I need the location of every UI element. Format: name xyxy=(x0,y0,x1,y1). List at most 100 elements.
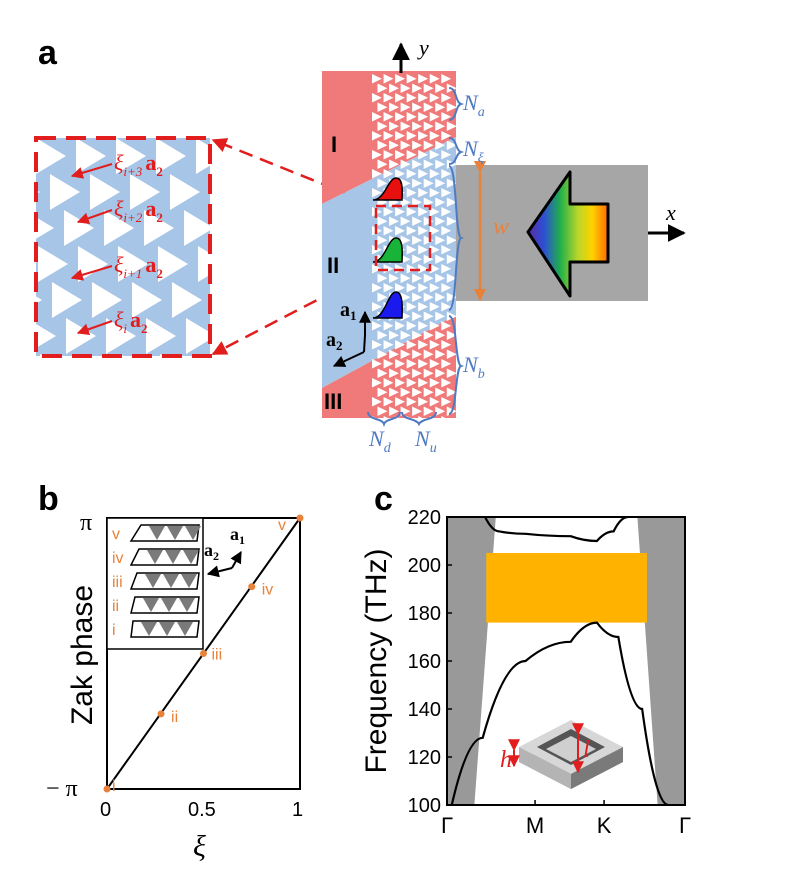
inset-triangle xyxy=(143,598,159,612)
width-label: w xyxy=(493,214,509,240)
band-ytick: 180 xyxy=(408,603,441,625)
structure-triangles xyxy=(372,74,456,418)
band-ytick: 120 xyxy=(408,747,441,769)
band-ylabel: Frequency (THz) xyxy=(360,548,393,773)
region-label-II: II xyxy=(327,253,339,278)
bandgap xyxy=(486,553,647,623)
inset-triangle xyxy=(165,550,181,564)
inset-triangle xyxy=(159,622,175,636)
band-xtick: K xyxy=(597,813,612,838)
inset-label: ii xyxy=(112,598,119,615)
panel-a-label: a xyxy=(38,34,58,72)
inset-label: iii xyxy=(112,574,123,591)
zak-ylabel: Zak phase xyxy=(66,585,99,725)
zoom-triangles xyxy=(36,138,210,356)
zoom-arrow xyxy=(76,320,113,336)
mode-red xyxy=(372,177,403,201)
inset-triangle xyxy=(185,526,201,540)
zak-point-label: ii xyxy=(171,709,178,726)
zoom-inset xyxy=(34,136,212,358)
zak-point-label: i xyxy=(112,778,116,795)
zak-xlabel: ξ xyxy=(193,830,206,863)
inset-triangle xyxy=(149,526,165,540)
mode-blue xyxy=(372,291,403,319)
inset-triangle xyxy=(177,622,193,636)
light-cone-left xyxy=(447,517,496,805)
inset-triangle xyxy=(141,622,157,636)
inset-a2-arrow xyxy=(206,565,233,578)
zak-point xyxy=(296,514,304,522)
inset-l-label: l xyxy=(583,737,590,763)
band-xtick: Γ xyxy=(441,813,453,838)
x-axis-label: x xyxy=(665,200,676,225)
zak-point-label: v xyxy=(278,517,286,534)
unit-cell-inset: h l xyxy=(500,720,623,789)
Nu-label: Nu xyxy=(414,426,437,456)
inset-triangle xyxy=(181,574,197,588)
inset-triangle xyxy=(163,574,179,588)
region-III xyxy=(322,315,456,418)
inset-triangle xyxy=(167,526,183,540)
a2-arrow xyxy=(363,334,366,353)
inset-a1-label: a1 xyxy=(230,524,245,547)
y-axis-label: y xyxy=(417,35,429,60)
inset-a1-arrow xyxy=(230,550,242,569)
zoom-arrow xyxy=(70,163,113,179)
band-ytick: 200 xyxy=(408,555,441,577)
region-label-III: III xyxy=(324,389,342,414)
band-xtick: Γ xyxy=(679,813,691,838)
light-cone-right xyxy=(637,517,685,805)
inset-label: v xyxy=(112,526,120,543)
band-ytick: 220 xyxy=(408,507,441,529)
inset-h-label: h xyxy=(500,747,512,773)
inset-label: i xyxy=(112,622,116,639)
band-line xyxy=(484,517,629,543)
inset-triangle xyxy=(183,550,199,564)
band-ytick: 140 xyxy=(408,699,441,721)
panel-b-label: b xyxy=(38,480,59,518)
band-ytick: 100 xyxy=(408,795,441,817)
band-line xyxy=(450,621,669,805)
rainbow-arrow xyxy=(526,170,610,298)
Nb-label: Nb xyxy=(462,352,485,382)
inset-triangle xyxy=(147,550,163,564)
a2-arrow-head xyxy=(332,351,365,367)
inset-a2-label: a2 xyxy=(204,540,219,563)
a2-label: a2 xyxy=(326,329,343,353)
Nd-label: Nd xyxy=(368,426,392,456)
zoom-arrow xyxy=(70,265,113,281)
zak-point xyxy=(157,710,165,718)
ytick-minus-pi: − π xyxy=(46,776,78,802)
inset-strip xyxy=(129,524,200,542)
mode-green xyxy=(372,237,403,263)
panel-c-label: c xyxy=(374,480,393,518)
Na-label: Na xyxy=(462,90,485,120)
xtick-1: 1 xyxy=(292,799,303,821)
zak-point-label: iii xyxy=(212,647,223,664)
region-label-I: I xyxy=(331,132,337,157)
zoom-source-box xyxy=(374,204,432,272)
band-ytick: 160 xyxy=(408,651,441,673)
braces-bottom xyxy=(367,411,437,428)
inset-triangle xyxy=(179,598,195,612)
inset-triangle xyxy=(161,598,177,612)
xtick-0: 0 xyxy=(100,799,111,821)
zak-point xyxy=(200,650,207,657)
xtick-0.5: 0.5 xyxy=(188,799,216,821)
Nxi-label: Nξ xyxy=(462,136,484,166)
a1-label: a1 xyxy=(340,299,357,323)
ytick-pi: π xyxy=(80,510,92,536)
inset-strip xyxy=(129,548,200,566)
zak-point-label: iv xyxy=(262,582,274,599)
band-xtick: M xyxy=(526,813,544,838)
zoom-arrow xyxy=(76,209,113,225)
